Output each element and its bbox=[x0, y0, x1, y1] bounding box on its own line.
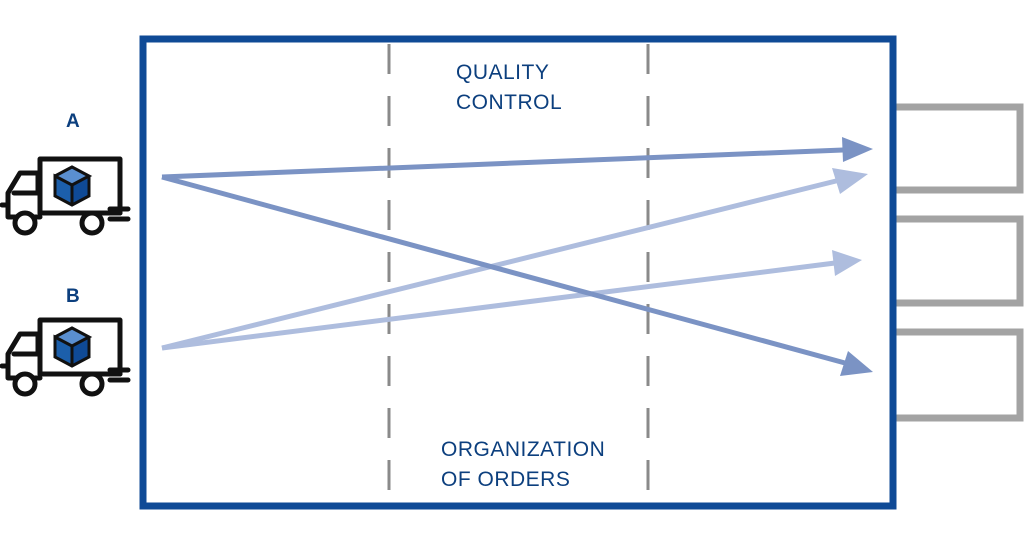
arrowhead-a-dock-1 bbox=[842, 137, 873, 162]
arrow-b-to-dock-2 bbox=[161, 260, 836, 351]
delivery-truck-icon bbox=[0, 156, 131, 236]
quality-control-line-2: CONTROL bbox=[456, 91, 563, 114]
quality-control-line-1: QUALITY bbox=[456, 61, 550, 84]
organization-of-orders-label: ORGANIZATION OF ORDERS bbox=[441, 435, 605, 495]
package-box-icon bbox=[53, 165, 93, 207]
arrow-a-to-dock-1 bbox=[161, 147, 844, 180]
package-box-icon bbox=[53, 326, 93, 368]
loading-docks bbox=[895, 103, 1024, 422]
arrow-a-to-dock-3 bbox=[161, 174, 846, 366]
truck-a-label: A bbox=[66, 111, 80, 132]
flow-arrows-a bbox=[161, 137, 873, 376]
organization-line-2: OF ORDERS bbox=[441, 468, 571, 491]
dock-1 bbox=[895, 103, 1024, 194]
quality-control-label: QUALITY CONTROL bbox=[456, 58, 562, 118]
flow-arrows-b bbox=[161, 168, 868, 351]
truck-b-label: B bbox=[66, 286, 80, 307]
delivery-truck-icon bbox=[0, 317, 131, 397]
organization-line-1: ORGANIZATION bbox=[441, 438, 606, 461]
dock-3 bbox=[895, 328, 1024, 422]
arrowhead-a-dock-3 bbox=[840, 351, 873, 376]
dock-2 bbox=[895, 215, 1024, 307]
arrow-b-to-dock-1 bbox=[161, 177, 841, 351]
arrowhead-b-dock-1 bbox=[832, 168, 868, 194]
arrowhead-b-dock-2 bbox=[832, 250, 862, 276]
